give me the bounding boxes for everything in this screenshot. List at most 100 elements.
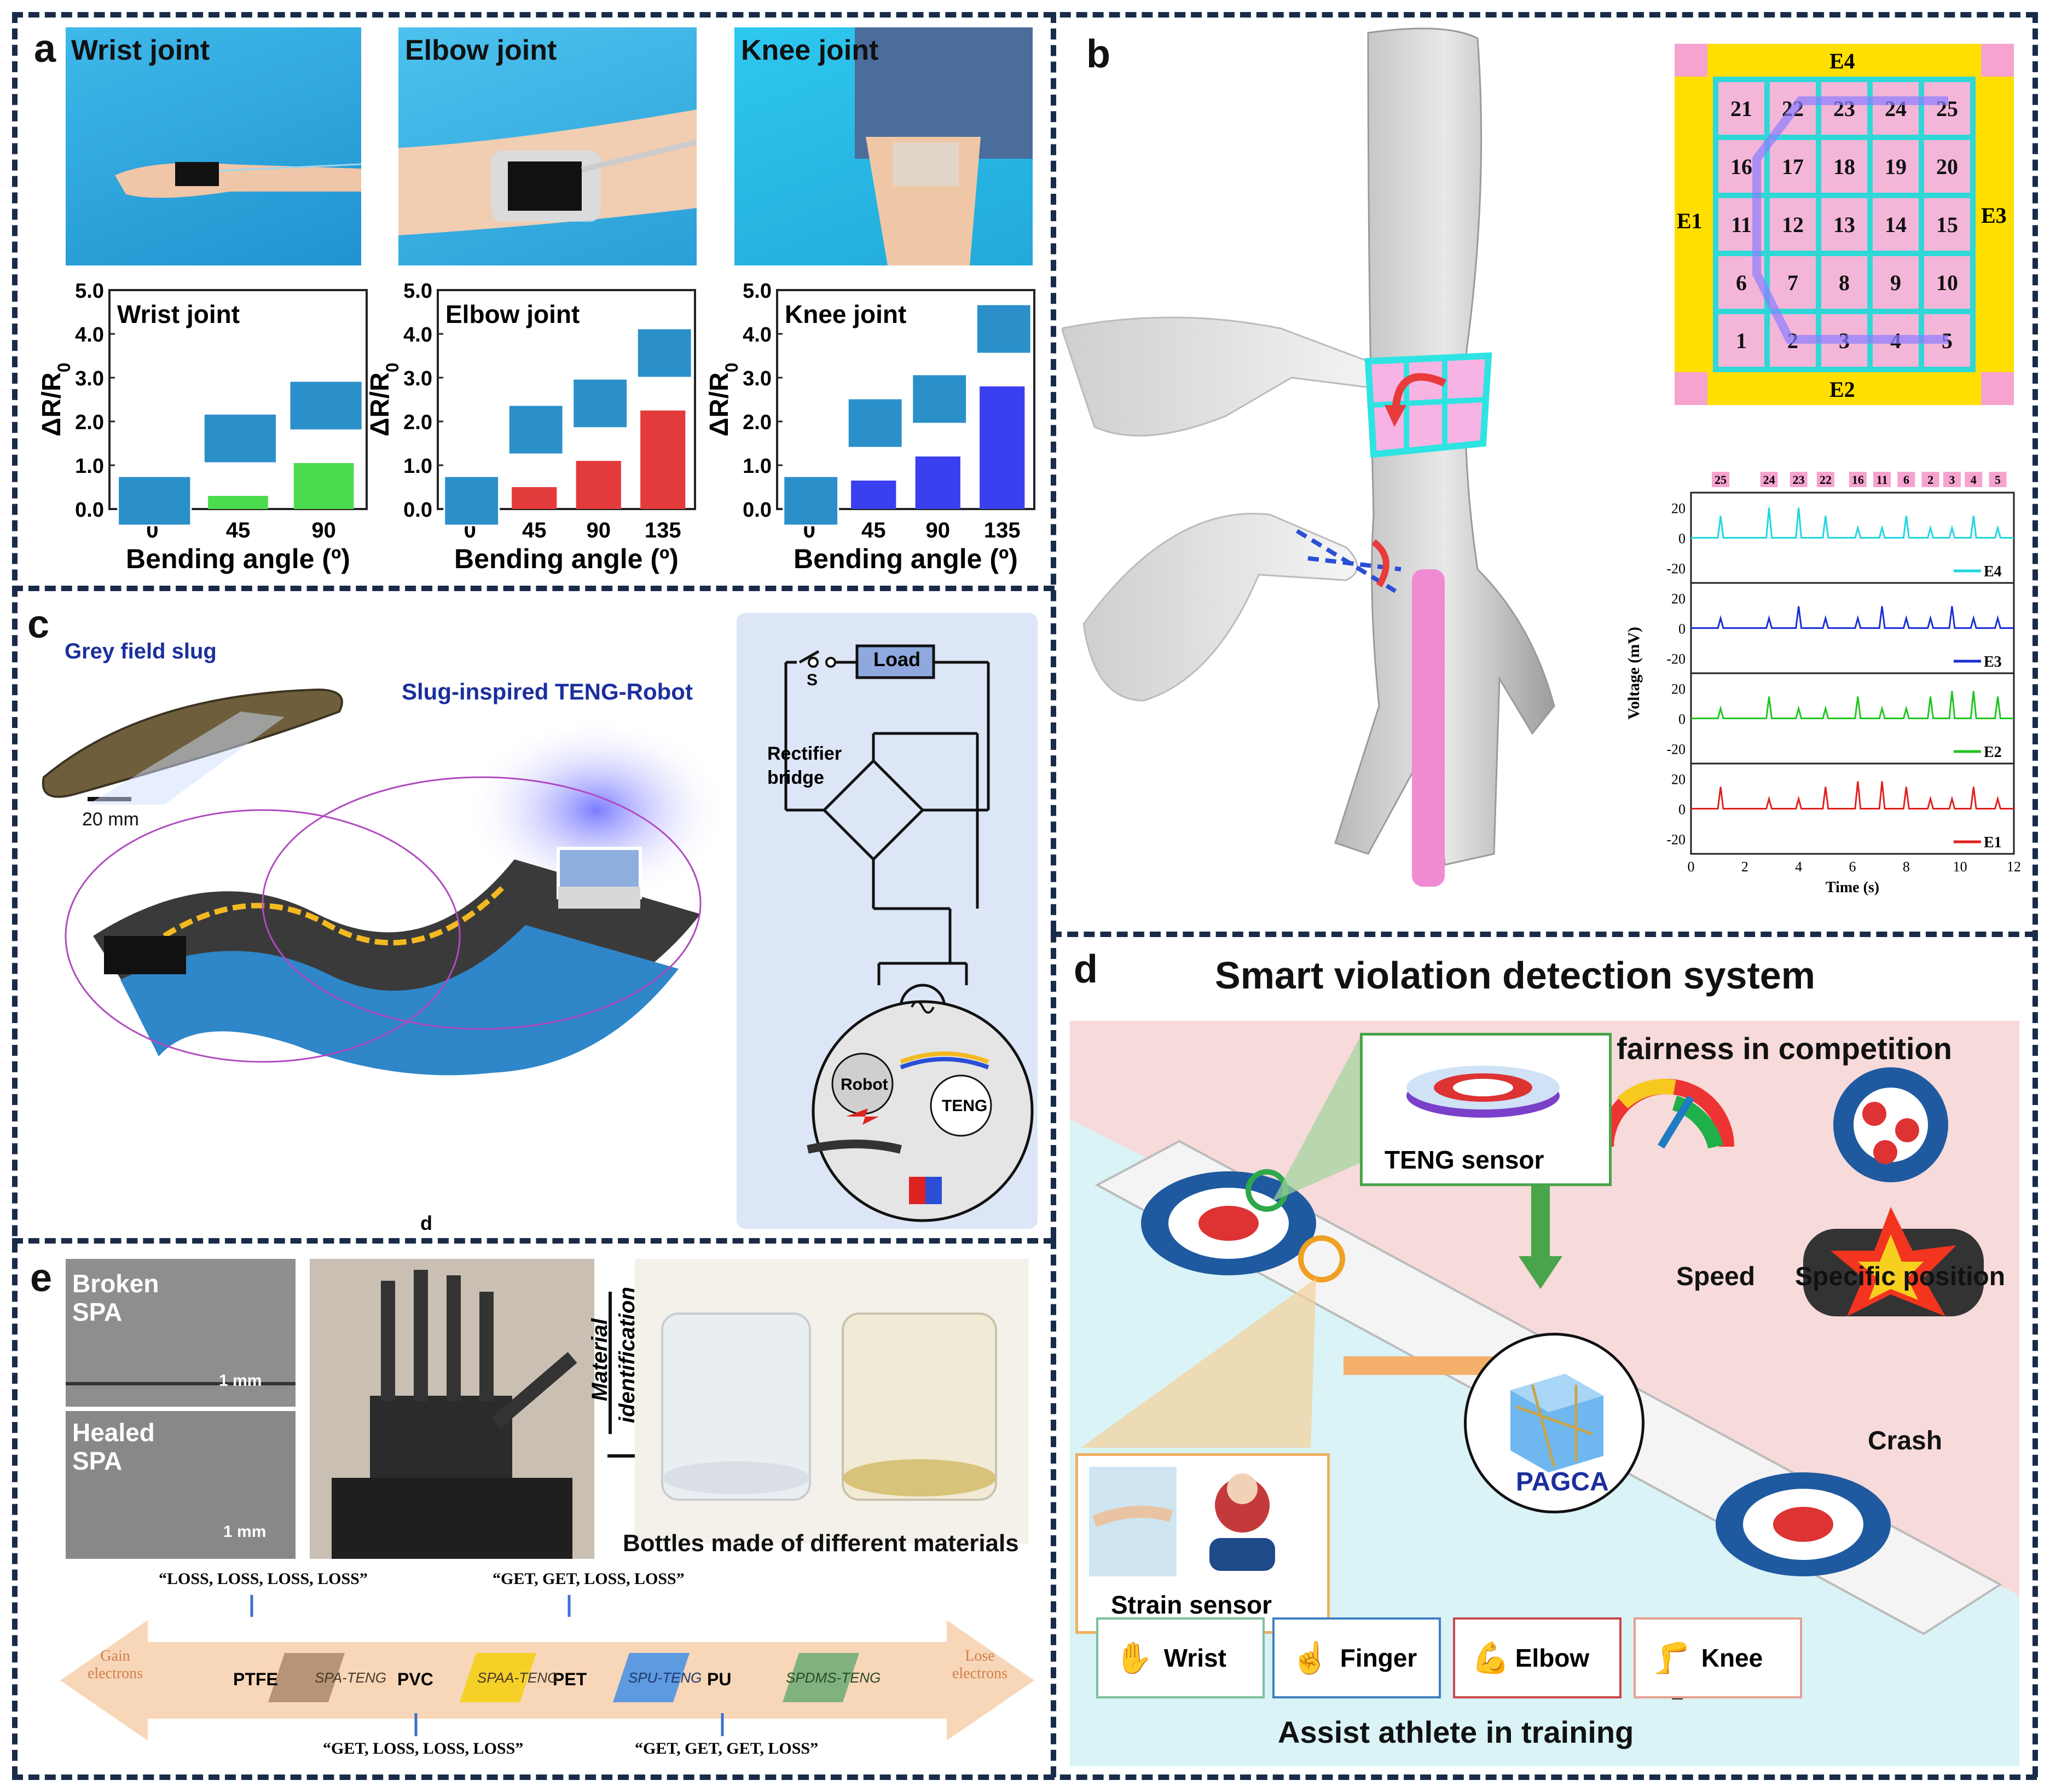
grid-cell: 12 [1770, 198, 1816, 251]
electrode-left: E1 [1677, 209, 1702, 233]
arm-illustration [1062, 27, 1555, 887]
y-axis-label: ΔR/R0 [37, 363, 74, 437]
y-axis-subscript: 0 [54, 363, 74, 373]
swipe-path [1752, 96, 1948, 344]
photo-knee [734, 27, 1033, 265]
inset-photo [911, 373, 968, 425]
top-label-1: “LOSS, LOSS, LOSS, LOSS” [159, 1570, 368, 1588]
teng-sensor-card: TENG sensor [1360, 1033, 1612, 1186]
strain-sensor-label: Strain sensor [1111, 1591, 1272, 1619]
peak-label-bg [1897, 472, 1915, 487]
circuit-panel: Load S Rectifier bridge Robot TENG [737, 613, 1038, 1229]
inset-photo [117, 475, 192, 527]
trace-x-tick: 8 [1903, 859, 1910, 875]
elbow-arm-illustration [398, 109, 698, 235]
switch-label: S [807, 671, 818, 689]
broken-spa-image [66, 1259, 296, 1407]
trace-line [1691, 507, 2014, 539]
tag-knee-label: Knee [1701, 1644, 1763, 1672]
grid-cell: 13 [1821, 198, 1867, 251]
gain-electrons-label: Gain electrons [88, 1648, 143, 1683]
tag-finger-label: Finger [1340, 1644, 1417, 1672]
peak-label-bg [1921, 472, 1939, 487]
peak-label: 11 [1877, 473, 1888, 487]
healed-label-2: SPA [72, 1447, 123, 1475]
grid-cell: 19 [1873, 140, 1919, 193]
panel-letter-e: e [30, 1256, 53, 1300]
caption-d-small: d [420, 1212, 432, 1234]
electrode-top: E4 [1829, 49, 1855, 73]
y-tick-label: 5.0 [743, 280, 772, 303]
trace-y-tick: 20 [1671, 681, 1686, 697]
x-tick-label: 45 [522, 518, 547, 542]
x-tick-label: 135 [645, 518, 681, 542]
bottom-label-1: “GET, LOSS, LOSS, LOSS” [323, 1739, 524, 1758]
trace-y-tick: -20 [1666, 832, 1686, 848]
scale-label-2: 1 mm [223, 1523, 267, 1541]
y-tick-label: 4.0 [743, 323, 772, 346]
panel-d-bottom-text: Assist athlete in training [1278, 1715, 1634, 1749]
peak-label-bg [1965, 472, 1983, 487]
y-tick-label: 0.0 [743, 499, 772, 522]
y-tick-label: 1.0 [75, 455, 104, 478]
panel-d-background: Enhance fairness in competition TENG sen… [1070, 1021, 2019, 1766]
chart-title: Knee joint [785, 300, 906, 328]
y-tick-label: 1.0 [743, 455, 772, 478]
bar [640, 411, 686, 509]
photo-wrist [66, 27, 362, 265]
series-arrows [250, 1595, 724, 1736]
trace-x-label: Time (s) [1826, 879, 1879, 896]
peak-label-bg [1849, 472, 1867, 487]
y-tick-label: 0.0 [75, 499, 104, 522]
peak-label-bg [1760, 472, 1778, 487]
material-ptfe: PTFE [233, 1669, 278, 1689]
inset-photo [202, 413, 278, 464]
peak-label: 3 [1949, 473, 1955, 487]
peak-label-bg [1712, 472, 1730, 487]
rectifier-label-1: Rectifier [767, 743, 842, 764]
x-tick-label: 90 [587, 518, 611, 542]
crash-label: Crash [1868, 1426, 1943, 1455]
divider-bd [1051, 932, 2036, 937]
peak-label-bg [1873, 472, 1891, 487]
panel-letter-c: c [27, 603, 50, 646]
rectifier-label-2: bridge [767, 767, 824, 788]
panel-letter-d: d [1074, 947, 1098, 991]
grid-cell: 18 [1821, 140, 1867, 193]
wrist-arm-illustration [115, 162, 362, 198]
panel-letter-b: b [1086, 32, 1110, 76]
peak-label: 4 [1971, 473, 1977, 487]
peak-label: 22 [1820, 473, 1832, 487]
triboelectric-arrow [60, 1620, 1034, 1741]
trace-y-tick: 0 [1678, 531, 1686, 547]
legend-label: E1 [1984, 834, 2002, 851]
peak-label: 16 [1852, 473, 1864, 487]
y-axis-label: ΔR/R0 [366, 363, 402, 437]
material-arrow [609, 1292, 612, 1434]
trace-line [1691, 606, 2014, 629]
healed-spa-image [66, 1411, 296, 1559]
bottles-illustration [661, 1313, 997, 1501]
photo-knee-label: Knee joint [741, 34, 879, 66]
x-tick-label: 45 [226, 518, 251, 542]
teng-spa: SPA-TENG [315, 1669, 386, 1686]
trace-line [1691, 781, 2014, 810]
divider-ed [1051, 1238, 1056, 1777]
trace-y-tick: -20 [1666, 651, 1686, 667]
teng-spaa: SPAA-TENG [477, 1669, 559, 1686]
inset-photo [636, 327, 693, 379]
divider-ab [1051, 12, 1056, 932]
y-tick-label: 2.0 [403, 411, 432, 434]
y-tick-label: 2.0 [743, 411, 772, 434]
robot-hand-illustration [332, 1270, 577, 1559]
inset-photo [847, 397, 904, 449]
tag-elbow-label: Elbow [1515, 1644, 1590, 1672]
corner-pad [1981, 372, 2014, 405]
peak-label: 25 [1715, 473, 1727, 487]
teng-sensor-label: TENG sensor [1385, 1146, 1544, 1174]
inset-photo [288, 380, 363, 431]
y-tick-label: 3.0 [743, 367, 772, 390]
pagca-cube-icon [1510, 1374, 1603, 1472]
